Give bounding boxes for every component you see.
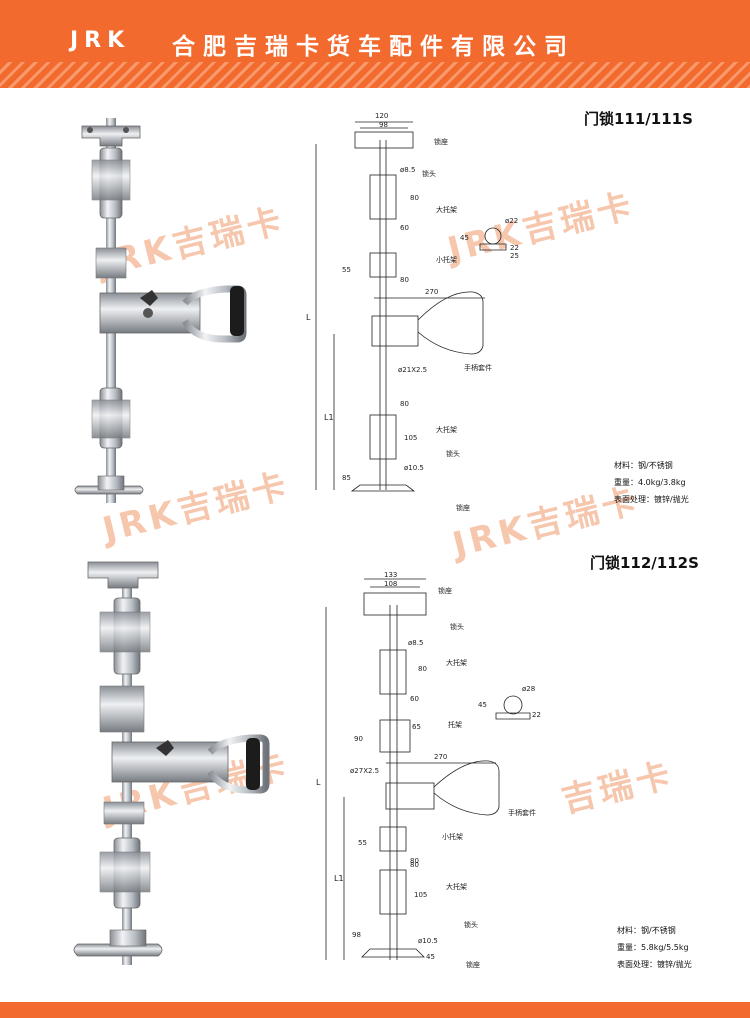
lock-seat-shape — [354, 131, 414, 149]
dim-label: 270 — [425, 288, 438, 296]
big-bracket-shape — [369, 174, 397, 220]
dim-label: 55 — [342, 266, 351, 274]
dim-label: 55 — [358, 839, 367, 847]
dim-label: 80 — [410, 194, 419, 202]
small-bracket-shape — [369, 252, 397, 278]
part-label: 锁头 — [446, 449, 460, 458]
dim-label: 270 — [434, 753, 447, 761]
dim-label: 120 — [375, 112, 388, 120]
dim-label: L — [306, 313, 311, 322]
dim-label: ø10.5 — [404, 464, 424, 472]
dim-label: 45 — [460, 234, 469, 242]
detail-section-circle — [503, 695, 523, 715]
product-photo-112 — [73, 561, 270, 965]
dim-label: ø21X2.5 — [398, 366, 427, 374]
spec-material: 材料：钢/不锈钢 — [614, 461, 673, 470]
lock-seat-shape — [350, 484, 416, 492]
dim-label: L — [316, 778, 321, 787]
dim-label: 105 — [404, 434, 417, 442]
lock-seat-shape — [361, 948, 425, 958]
dim-label: ø27X2.5 — [350, 767, 379, 775]
dim-label: ø10.5 — [418, 937, 438, 945]
big-bracket-shape — [369, 414, 397, 460]
part-label: 小托架 — [436, 255, 457, 264]
product-title: 门锁112/112S — [590, 554, 699, 572]
part-label: 大托架 — [446, 882, 467, 891]
handle-body-shape — [371, 315, 419, 347]
spec-surface: 表面处理：镀锌/抛光 — [614, 495, 689, 504]
dim-label: 80 — [400, 276, 409, 284]
dim-label: 133 — [384, 571, 397, 579]
technical-drawing-111: 120 98 锁座 ø8.5 锁头 80 大托架 60 55 小托架 80 27… — [306, 112, 519, 512]
dim-label: 108 — [384, 580, 397, 588]
product-photo-111 — [74, 118, 247, 503]
footer-bar — [0, 1002, 750, 1018]
part-label: 托架 — [448, 720, 462, 729]
dim-label: ø8.5 — [408, 639, 423, 647]
dim-label: 60 — [400, 224, 409, 232]
dim-label: 98 — [379, 121, 388, 129]
part-label: 锁座 — [438, 586, 452, 595]
part-label: 锁头 — [422, 169, 436, 178]
dim-label: 45 — [478, 701, 487, 709]
spec-weight: 重量：4.0kg/3.8kg — [614, 478, 686, 487]
dim-label: 25 — [510, 252, 519, 260]
dim-label: 105 — [414, 891, 427, 899]
dim-label: ø22 — [505, 217, 518, 225]
spec-weight: 重量：5.8kg/5.5kg — [617, 943, 689, 952]
technical-drawing-112: 133 108 锁座 锁头 ø8.5 80 大托架 60 90 65 托架 27… — [316, 571, 541, 969]
detail-section-circle — [484, 227, 502, 245]
spec-surface: 表面处理：镀锌/抛光 — [617, 960, 692, 969]
header-banner: JRK 合肥吉瑞卡货车配件有限公司 — [0, 0, 750, 88]
part-label: 锁座 — [434, 137, 448, 146]
big-bracket-shape — [379, 649, 407, 695]
part-label: 锁座 — [456, 503, 470, 512]
part-label: 手柄套件 — [508, 808, 536, 817]
part-label: 大托架 — [436, 425, 457, 434]
dim-label: 80 — [418, 665, 427, 673]
handle-shape — [417, 291, 484, 355]
dim-label: 22 — [532, 711, 541, 719]
dim-label: 65 — [412, 723, 421, 731]
part-label: 锁头 — [450, 622, 464, 631]
dim-label: 80 — [410, 857, 419, 865]
big-bracket-shape — [379, 869, 407, 915]
lock-seat-shape — [363, 592, 427, 616]
dim-label: ø8.5 — [400, 166, 415, 174]
part-label: 大托架 — [436, 205, 457, 214]
dim-label: 22 — [510, 244, 519, 252]
product-title: 门锁111/111S — [584, 110, 693, 128]
handle-shape — [433, 760, 500, 816]
dim-label: 80 — [410, 861, 419, 869]
handle-body-shape — [385, 782, 435, 810]
dim-label: 60 — [410, 695, 419, 703]
part-label: 锁座 — [466, 960, 480, 969]
part-label: 小托架 — [442, 832, 463, 841]
dim-label: 98 — [352, 931, 361, 939]
dim-label: 80 — [400, 400, 409, 408]
part-label: 锁头 — [464, 920, 478, 929]
dim-label: 85 — [342, 474, 351, 482]
part-label: 大托架 — [446, 658, 467, 667]
dim-label: ø28 — [522, 685, 535, 693]
spec-material: 材料：钢/不锈钢 — [617, 926, 676, 935]
brand-logo-text: JRK — [70, 28, 131, 53]
part-label: 手柄套件 — [464, 363, 492, 372]
header-stripes — [0, 62, 750, 88]
product-specs: 材料：钢/不锈钢 重量：5.8kg/5.5kg 表面处理：镀锌/抛光 — [617, 922, 692, 973]
bracket-shape — [379, 719, 411, 753]
small-bracket-shape — [379, 826, 407, 852]
company-name: 合肥吉瑞卡货车配件有限公司 — [172, 34, 575, 60]
product-specs: 材料：钢/不锈钢 重量：4.0kg/3.8kg 表面处理：镀锌/抛光 — [614, 457, 689, 508]
dim-label: L1 — [334, 874, 344, 883]
dim-label: L1 — [324, 413, 334, 422]
dim-label: 90 — [354, 735, 363, 743]
dim-label: 45 — [426, 953, 435, 961]
